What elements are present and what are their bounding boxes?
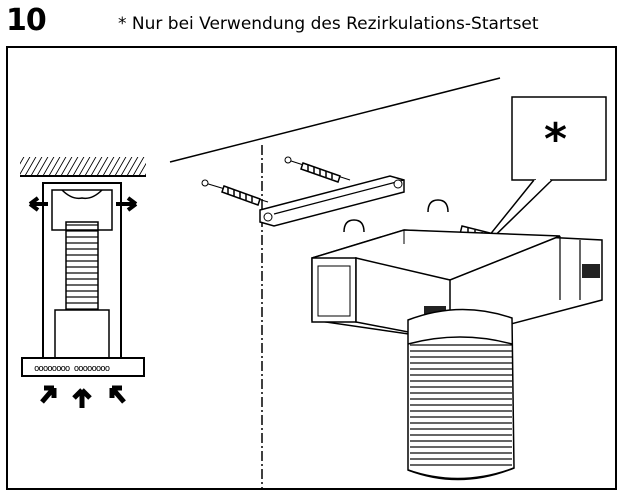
callout-box [511,96,607,181]
hatched-ceiling-icon [20,157,146,175]
airflow-arrow-icon [28,196,138,408]
range-hood-icon: oooooooo oooooooo [20,157,146,377]
recirculation-note: * Nur bei Verwendung des Rezirkulations-… [118,14,539,34]
svg-text:oooooooo oooooooo: oooooooo oooooooo [34,364,110,374]
step-number: 10 [6,3,47,38]
illustration-frame [6,46,617,490]
callout-symbol: * [544,114,568,165]
mounting-bracket-icon [259,175,449,233]
flexible-hose-icon [407,308,515,481]
flat-duct-icon [311,229,603,341]
ceiling-line [169,77,501,163]
